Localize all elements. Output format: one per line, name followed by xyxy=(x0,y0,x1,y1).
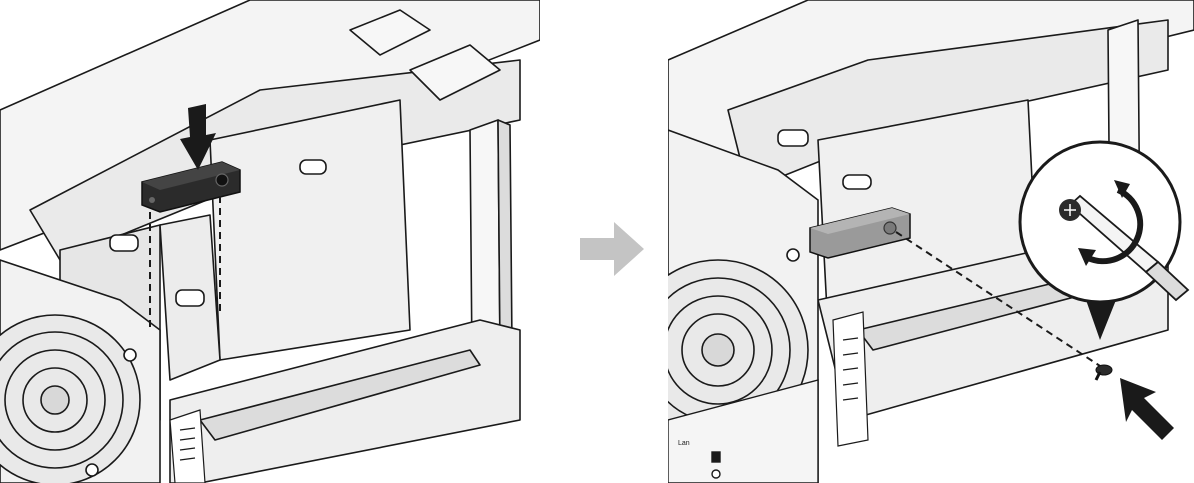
placement-guide-lines xyxy=(149,196,221,330)
screw-path-line xyxy=(895,231,1101,367)
connector-strip xyxy=(832,311,869,447)
front-bay xyxy=(668,379,819,483)
right-arrow-icon xyxy=(580,222,644,276)
rear-panel xyxy=(209,99,411,361)
chassis-drawing-left xyxy=(0,0,540,483)
fan-module xyxy=(0,259,161,483)
screwdriver-callout xyxy=(1018,140,1190,340)
step-1-illustration xyxy=(0,0,540,483)
fan-screw-icon xyxy=(123,348,137,362)
chassis-drawing-right: Lan xyxy=(668,0,1194,483)
pointer-arrow-icon xyxy=(1120,378,1174,440)
step-2-illustration: Lan xyxy=(668,0,1194,483)
rotate-icon xyxy=(1086,187,1144,265)
latch-1 xyxy=(349,9,431,56)
down-arrow-icon xyxy=(180,104,216,170)
bracket-dark xyxy=(141,161,241,213)
fan-screw-icon xyxy=(786,248,800,262)
connector-strip xyxy=(169,409,206,483)
latch-2 xyxy=(409,44,501,101)
bracket-mounted xyxy=(809,207,911,259)
screw-icon xyxy=(1094,364,1113,381)
bay-mark-label: Lan xyxy=(678,440,690,447)
screwdriver-icon xyxy=(1059,194,1190,302)
